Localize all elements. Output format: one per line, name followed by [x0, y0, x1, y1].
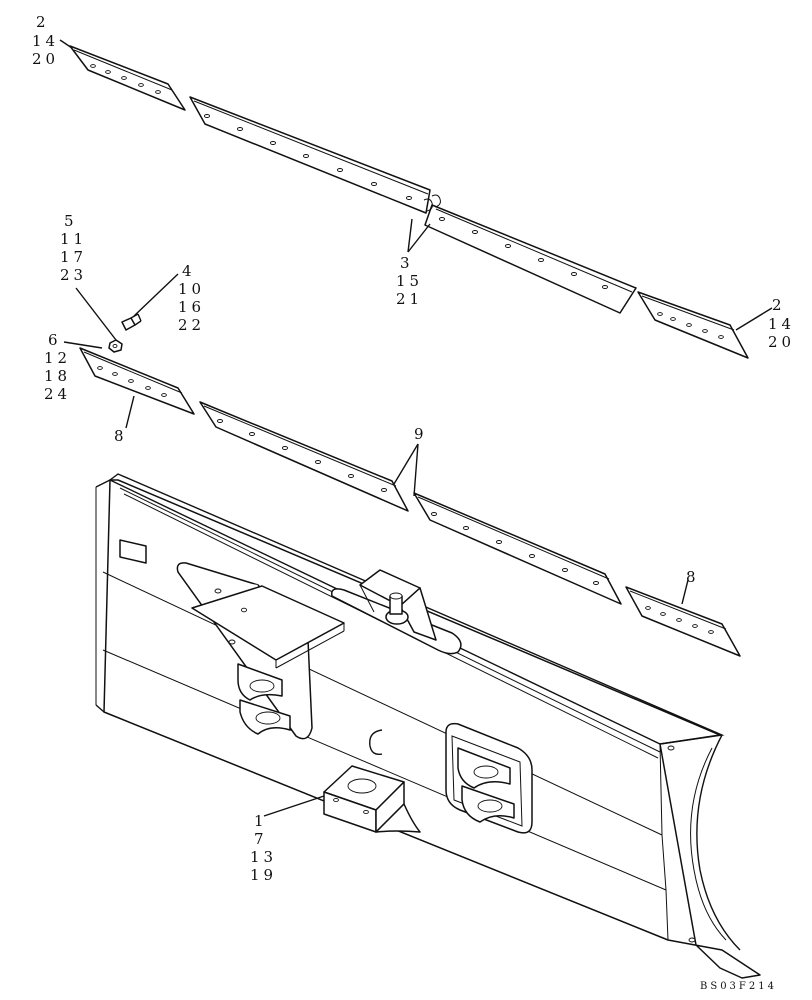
- bolt-holes: [90, 64, 161, 94]
- callout-text: 6: [48, 331, 62, 349]
- callout-text: 10: [178, 280, 205, 298]
- end-bit-top-left: [69, 45, 186, 111]
- callout-c2-top: 2 14 20: [32, 13, 59, 68]
- callout-text: 21: [396, 290, 423, 308]
- mount-bracket-right: [445, 722, 533, 834]
- bolt-holes: [430, 512, 600, 585]
- callout-text: 7: [254, 830, 268, 848]
- callout-text: 4: [182, 262, 196, 280]
- callout-c3: 3 15 21: [396, 254, 423, 308]
- callout-text: 2: [772, 296, 786, 314]
- callout-c4: 4 10 16 22: [178, 262, 205, 334]
- callout-c2-right: 2 14 20: [768, 296, 795, 351]
- callout-c5: 5 11 17 23: [60, 212, 87, 284]
- bolt-holes: [203, 114, 413, 200]
- callout-text: 8: [686, 568, 700, 586]
- callout-text: 5: [64, 212, 78, 230]
- callout-text: 17: [60, 248, 87, 266]
- end-bit-mid-right: [625, 586, 741, 657]
- bolt-holes: [216, 419, 388, 492]
- callout-text: 11: [60, 230, 87, 248]
- callout-text: 1: [254, 812, 268, 830]
- callout-text: 22: [178, 316, 205, 334]
- callout-text: 14: [768, 315, 795, 333]
- leader-lines: [59, 39, 773, 817]
- callout-text: 19: [250, 866, 277, 884]
- end-bit-mid-left: [79, 347, 195, 415]
- bolt-holes: [645, 606, 714, 634]
- callout-text: 16: [178, 298, 205, 316]
- callout-text: 13: [250, 848, 277, 866]
- mount-bracket-left: [176, 562, 345, 740]
- callout-text: 20: [32, 50, 59, 68]
- callout-text: 14: [32, 32, 59, 50]
- callout-c8-left: 8: [114, 427, 128, 445]
- callout-text: 3: [400, 254, 414, 272]
- end-bit-top-right: [637, 291, 749, 359]
- callout-c6: 6 12 18 24: [44, 331, 71, 403]
- callout-text: 2: [36, 13, 50, 31]
- center-pivot: [331, 569, 462, 655]
- figure-id: BS03F214: [700, 981, 777, 992]
- hex-nut: [108, 339, 123, 353]
- cutting-edge-mid-left: [199, 401, 409, 512]
- callout-text: 9: [414, 425, 428, 443]
- callout-text: 15: [396, 272, 423, 290]
- cutting-edge-mid-right: [413, 492, 622, 605]
- callout-text: 23: [60, 266, 87, 284]
- plow-bolt: [121, 313, 142, 331]
- cutting-edge-top-left: [189, 96, 431, 214]
- push-arm-mount: [323, 765, 421, 833]
- callout-c1: 1 7 13 19: [250, 812, 277, 884]
- callout-text: 18: [44, 367, 71, 385]
- break-mark: [423, 194, 441, 212]
- callout-c9: 9: [414, 425, 428, 443]
- callout-c8-right: 8: [686, 568, 700, 586]
- callout-text: 24: [44, 385, 71, 403]
- cutting-edge-top-right: [424, 204, 637, 314]
- dozer-blade: [95, 473, 761, 979]
- bolt-holes: [97, 366, 167, 397]
- callout-text: 20: [768, 333, 795, 351]
- c-hook: [369, 729, 383, 756]
- callout-text: 8: [114, 427, 128, 445]
- bolt-holes: [438, 217, 609, 289]
- bolt-holes: [657, 312, 724, 339]
- callout-text: 12: [44, 349, 71, 367]
